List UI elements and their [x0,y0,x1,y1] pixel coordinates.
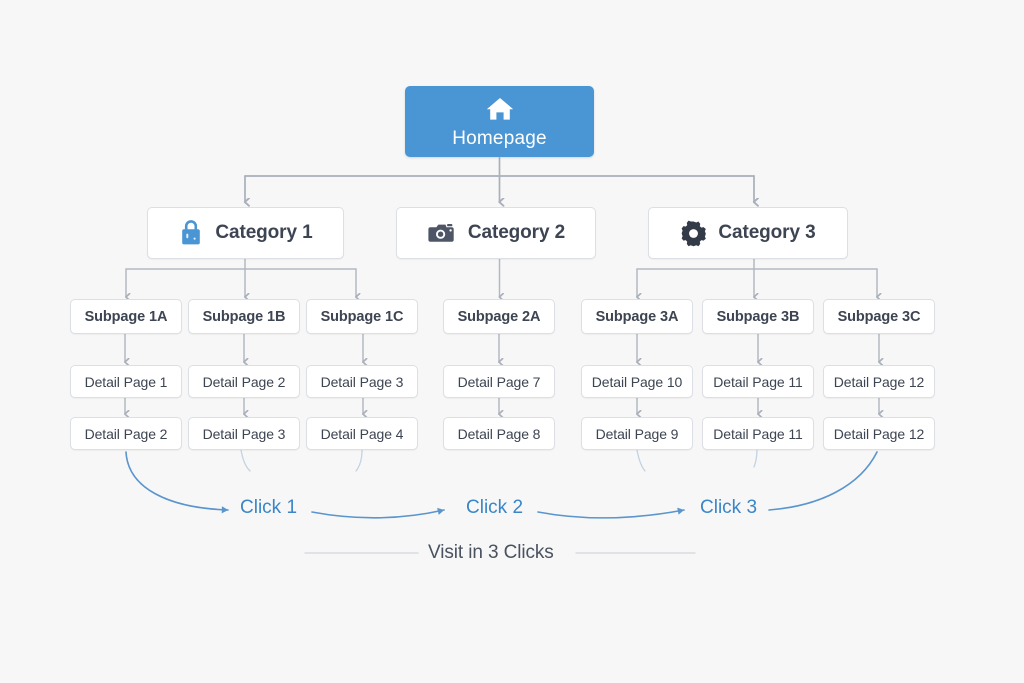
node-detail-r2-c6[interactable]: Detail Page 11 [702,417,814,450]
node-subpage-3b[interactable]: Subpage 3B [702,299,814,334]
node-detail-r1-c4[interactable]: Detail Page 7 [443,365,555,398]
node-detail-r2-c2[interactable]: Detail Page 3 [188,417,300,450]
node-detail-r2-c3[interactable]: Detail Page 4 [306,417,418,450]
node-detail-r1-c1[interactable]: Detail Page 1 [70,365,182,398]
camera-icon [427,220,457,246]
node-detail-r2-c5[interactable]: Detail Page 9 [581,417,693,450]
node-subpage-1a[interactable]: Subpage 1A [70,299,182,334]
node-detail-r1-c7[interactable]: Detail Page 12 [823,365,935,398]
shopping-bag-icon [178,219,204,247]
click-step-3-label: Click 3 [700,497,758,518]
node-detail-r1-c3[interactable]: Detail Page 3 [306,365,418,398]
node-homepage[interactable]: Homepage [405,86,594,157]
node-category-3-label: Category 3 [718,222,816,243]
node-subpage-3c[interactable]: Subpage 3C [823,299,935,334]
footer-note: Visit in 3 Clicks [428,542,554,563]
node-detail-r2-c7[interactable]: Detail Page 12 [823,417,935,450]
node-detail-r1-c2[interactable]: Detail Page 2 [188,365,300,398]
node-detail-r1-c6[interactable]: Detail Page 11 [702,365,814,398]
node-detail-r1-c5[interactable]: Detail Page 10 [581,365,693,398]
node-homepage-label: Homepage [452,127,547,149]
click-step-1-label: Click 1 [240,497,298,518]
node-detail-r2-c4[interactable]: Detail Page 8 [443,417,555,450]
node-category-1-label: Category 1 [215,222,313,243]
node-subpage-1b[interactable]: Subpage 1B [188,299,300,334]
home-icon [485,96,515,122]
click-step-2-label: Click 2 [466,497,524,518]
node-category-2-label: Category 2 [467,222,566,243]
node-category-3[interactable]: Category 3 [648,207,848,259]
node-category-1[interactable]: Category 1 [147,207,344,259]
gear-icon [680,220,707,247]
node-subpage-1c[interactable]: Subpage 1C [306,299,418,334]
node-detail-r2-c1[interactable]: Detail Page 2 [70,417,182,450]
node-category-2[interactable]: Category 2 [396,207,596,259]
node-subpage-2a[interactable]: Subpage 2A [443,299,555,334]
node-subpage-3a[interactable]: Subpage 3A [581,299,693,334]
